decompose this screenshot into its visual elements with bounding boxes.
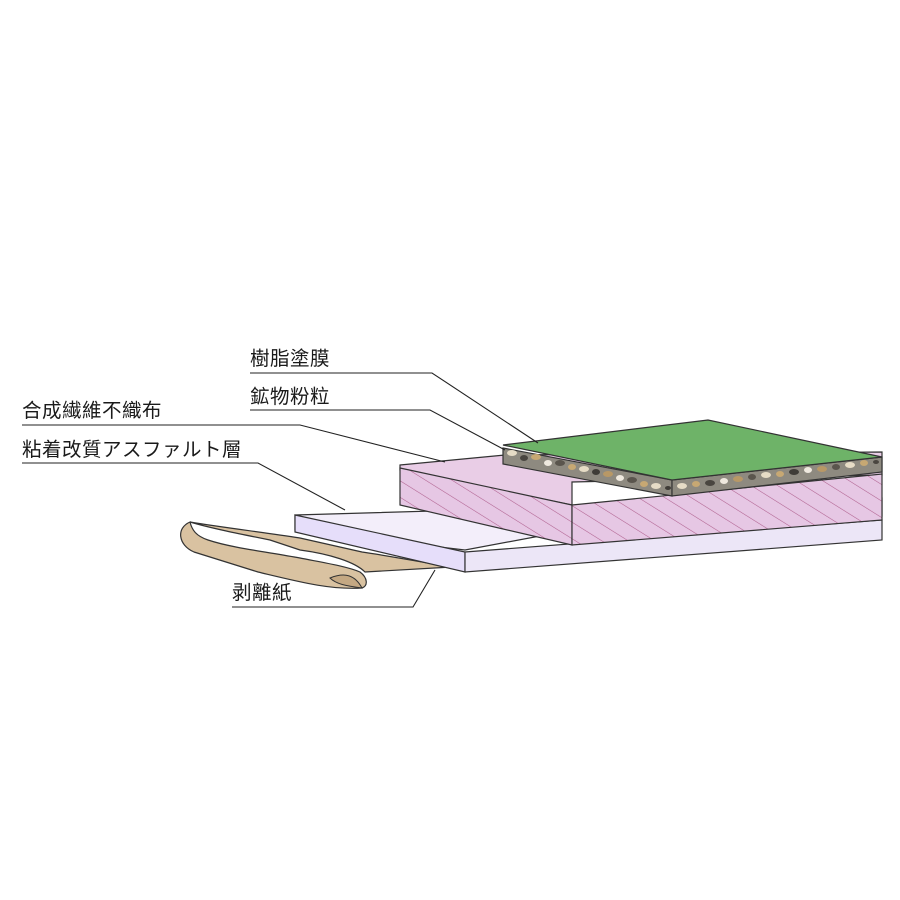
leader-fabric	[22, 424, 446, 463]
label-synthetic-fabric: 合成繊維不織布	[22, 399, 163, 422]
label-mineral-granules: 鉱物粉粒	[250, 385, 331, 408]
resin-coating-layer	[502, 419, 883, 481]
release-paper-curl	[180, 521, 367, 589]
release-paper-roll-edge	[329, 574, 363, 589]
label-asphalt-layer: 粘着改質アスファルト層	[22, 438, 243, 461]
label-release-paper: 剥離紙	[232, 581, 293, 604]
leader-resin	[250, 372, 539, 444]
release-paper-layer	[180, 521, 453, 589]
resin-top	[502, 419, 883, 481]
leader-lines	[22, 372, 539, 608]
label-resin-coating: 樹脂塗膜	[250, 347, 331, 370]
leader-asphalt	[22, 462, 346, 511]
mineral-granule-layer	[502, 447, 883, 497]
leader-mineral	[250, 409, 506, 451]
leader-release	[232, 569, 436, 608]
granule-pebbles	[507, 450, 879, 490]
